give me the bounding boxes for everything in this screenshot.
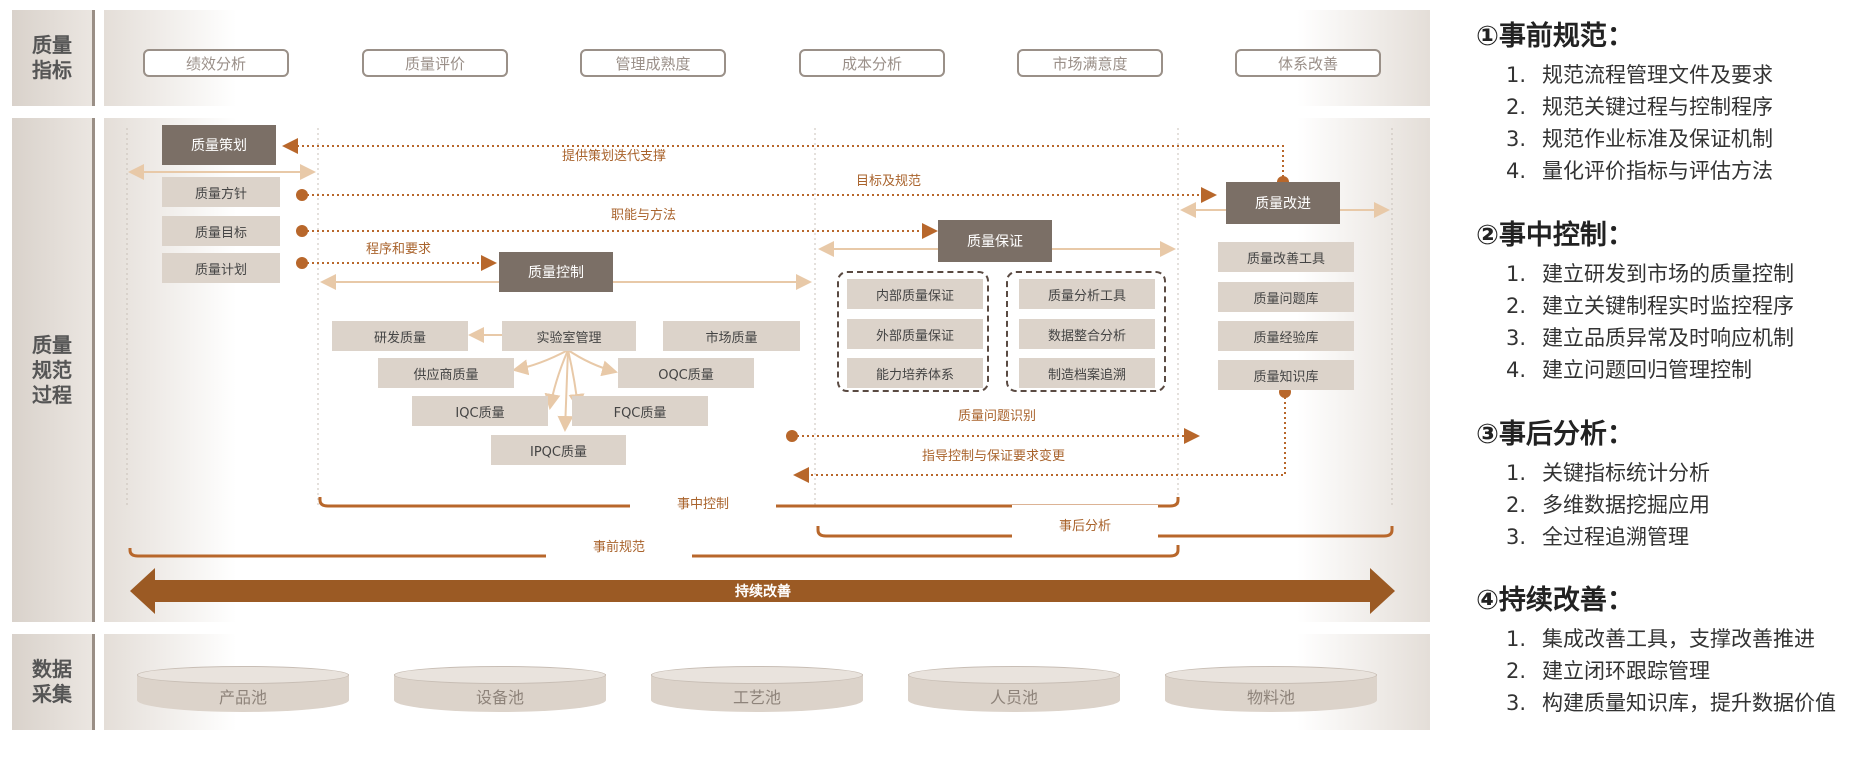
row-label-line: 采集 [32, 682, 72, 706]
improvement-item[interactable]: 质量问题库 [1218, 282, 1354, 312]
row-label-indicators: 质量指标 [12, 10, 95, 106]
control-item-iqc[interactable]: IQC质量 [412, 396, 548, 426]
section-during: ②事中控制： 1.建立研发到市场的质量控制 2.建立关键制程实时监控程序 3.建… [1476, 213, 1846, 386]
row-label-line: 质量 [32, 33, 72, 57]
section-item: 3.建立品质异常及时响应机制 [1506, 326, 1794, 350]
data-pool-label: 设备池 [475, 688, 524, 707]
assurance-item[interactable]: 数据整合分析 [1019, 319, 1155, 349]
section-title: ④持续改善： [1476, 585, 1634, 616]
improvement-item[interactable]: 质量经验库 [1218, 321, 1354, 351]
section-item: 1.关键指标统计分析 [1506, 461, 1710, 485]
flow-label-procedure: 程序和要求 [366, 242, 432, 257]
section-item: 4.建立问题回归管理控制 [1506, 358, 1752, 382]
section-item: 3.构建质量知识库，提升数据价值 [1506, 691, 1836, 715]
section-title: ③事后分析： [1476, 419, 1634, 450]
flow-label-target: 目标及规范 [856, 174, 922, 189]
section-item: 1.建立研发到市场的质量控制 [1506, 262, 1794, 286]
section-item: 1.规范流程管理文件及要求 [1506, 63, 1773, 87]
control-item-ipqc[interactable]: IPQC质量 [491, 435, 626, 465]
row-label-data: 数据采集 [12, 634, 95, 730]
assurance-item[interactable]: 能力培养体系 [847, 358, 983, 388]
indicator-pill[interactable]: 成本分析 [799, 49, 945, 77]
indicators-band [104, 10, 1430, 106]
control-item-oqc[interactable]: OQC质量 [618, 358, 754, 388]
indicator-pill[interactable]: 绩效分析 [143, 49, 289, 77]
section-item: 4.量化评价指标与评估方法 [1506, 159, 1773, 183]
assurance-left-group [837, 271, 989, 392]
row-label-line: 规范 [32, 357, 72, 382]
data-pool[interactable]: 物料池 [1165, 666, 1377, 718]
control-item-rd[interactable]: 研发质量 [332, 321, 468, 351]
quality-improvement-box[interactable]: 质量改进 [1226, 182, 1340, 224]
quality-planning-box[interactable]: 质量策划 [162, 125, 276, 165]
data-pool-label: 工艺池 [732, 688, 781, 707]
improvement-item[interactable]: 质量改善工具 [1218, 242, 1354, 272]
data-pool[interactable]: 设备池 [394, 666, 606, 718]
planning-item[interactable]: 质量方针 [162, 177, 280, 207]
control-item-fqc[interactable]: FQC质量 [572, 396, 708, 426]
section-item: 2.建立闭环跟踪管理 [1506, 659, 1710, 683]
data-pool-label: 人员池 [989, 688, 1038, 707]
indicator-pill[interactable]: 市场满意度 [1017, 49, 1163, 77]
section-item: 2.建立关键制程实时监控程序 [1506, 294, 1794, 318]
assurance-item[interactable]: 制造档案追溯 [1019, 358, 1155, 388]
phase-label-during: 事中控制 [630, 483, 776, 521]
control-item-market[interactable]: 市场质量 [663, 321, 800, 351]
section-item: 3.规范作业标准及保证机制 [1506, 127, 1773, 151]
quality-assurance-box[interactable]: 质量保证 [938, 220, 1052, 262]
phase-label-before: 事前规范 [546, 526, 692, 564]
flow-label-guide: 指导控制与保证要求变更 [922, 449, 1066, 464]
indicator-pill[interactable]: 体系改善 [1235, 49, 1381, 77]
data-pool[interactable]: 产品池 [137, 666, 349, 718]
flow-label-function: 职能与方法 [611, 208, 677, 223]
section-title: ②事中控制： [1476, 220, 1634, 251]
flow-label-iterate: 提供策划迭代支撑 [562, 149, 667, 164]
improvement-item[interactable]: 质量知识库 [1218, 360, 1354, 390]
data-pool-label: 物料池 [1246, 688, 1295, 707]
data-pool-label: 产品池 [218, 688, 267, 707]
section-after: ③事后分析： 1.关键指标统计分析 2.多维数据挖掘应用 3.全过程追溯管理 [1476, 412, 1846, 553]
section-continuous: ④持续改善： 1.集成改善工具，支撑改善推进 2.建立闭环跟踪管理 3.构建质量… [1476, 578, 1846, 719]
continuous-improvement-label: 持续改善 [735, 584, 791, 600]
continuous-improvement-arrow [130, 568, 1395, 614]
row-label-process: 质量规范过程 [12, 118, 95, 622]
planning-item[interactable]: 质量计划 [162, 253, 280, 283]
section-item: 2.规范关键过程与控制程序 [1506, 95, 1773, 119]
indicator-pill[interactable]: 管理成熟度 [580, 49, 726, 77]
quality-control-box[interactable]: 质量控制 [499, 252, 613, 292]
phase-label-after: 事后分析 [1012, 505, 1158, 543]
assurance-item[interactable]: 内部质量保证 [847, 279, 983, 309]
data-pool[interactable]: 工艺池 [651, 666, 863, 718]
data-pool[interactable]: 人员池 [908, 666, 1120, 718]
section-item: 2.多维数据挖掘应用 [1506, 493, 1710, 517]
control-item-lab[interactable]: 实验室管理 [502, 321, 636, 351]
flow-label-identify: 质量问题识别 [958, 409, 1037, 424]
section-item: 1.集成改善工具，支撑改善推进 [1506, 627, 1815, 651]
assurance-right-group [1006, 271, 1166, 392]
row-label-line: 质量 [32, 332, 72, 357]
row-label-line: 数据 [32, 657, 72, 681]
assurance-item[interactable]: 质量分析工具 [1019, 279, 1155, 309]
row-label-line: 过程 [32, 382, 72, 407]
planning-item[interactable]: 质量目标 [162, 216, 280, 246]
section-title: ①事前规范： [1476, 21, 1634, 52]
indicator-pill[interactable]: 质量评价 [362, 49, 508, 77]
row-label-line: 指标 [32, 58, 72, 82]
section-before: ①事前规范： 1.规范流程管理文件及要求 2.规范关键过程与控制程序 3.规范作… [1476, 14, 1846, 187]
control-item-supplier[interactable]: 供应商质量 [378, 358, 514, 388]
section-item: 3.全过程追溯管理 [1506, 525, 1689, 549]
assurance-item[interactable]: 外部质量保证 [847, 319, 983, 349]
